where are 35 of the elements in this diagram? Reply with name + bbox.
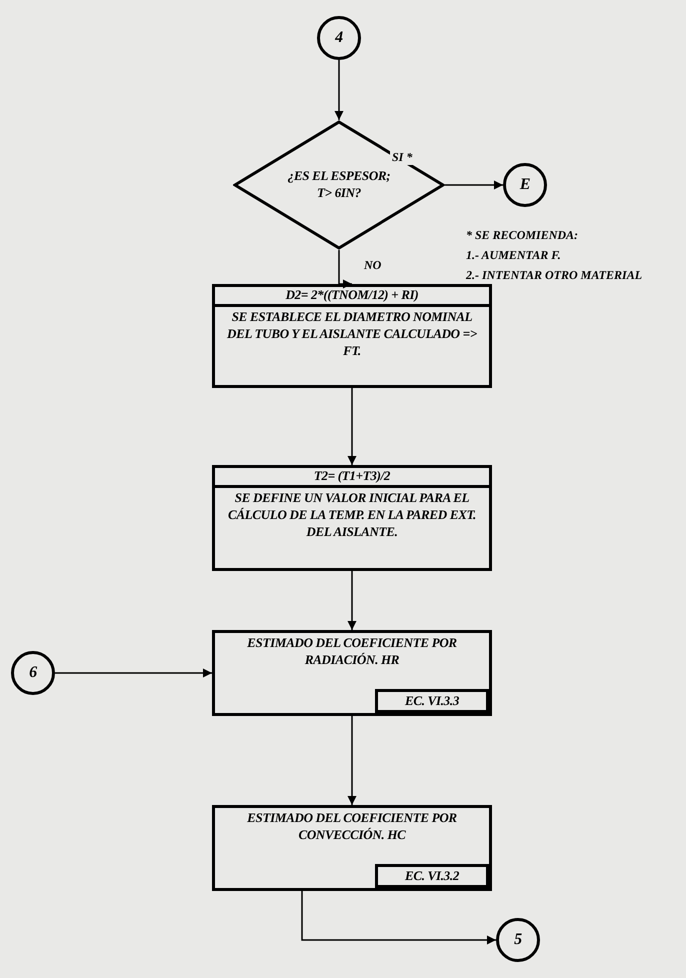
process-box bbox=[212, 805, 492, 891]
arrow bbox=[338, 250, 352, 288]
process-text: ESTIMADO DEL COEFICIENTE POR RADIACIÓN. HR bbox=[246, 634, 458, 669]
connector-circle bbox=[11, 651, 55, 695]
process-box bbox=[212, 630, 492, 716]
connector-circle bbox=[503, 163, 547, 207]
edge-label: SI * bbox=[390, 150, 414, 165]
connector-label: 5 bbox=[513, 930, 523, 950]
formula-text: T2= (T1+T3)/2 bbox=[215, 468, 489, 488]
arrow bbox=[445, 180, 503, 190]
equation-reference-box bbox=[375, 864, 489, 888]
arrow bbox=[334, 60, 344, 120]
equation-reference: EC. VI.3.3 bbox=[404, 692, 460, 710]
connector-label: E bbox=[518, 174, 532, 195]
formula-text: D2= 2*((TNOM/12) + RI) bbox=[215, 287, 489, 307]
process-text: SE DEFINE UN VALOR INICIAL PARA EL CÁLCULO DE LA TEMP. EN LA PARED EXT. DEL AISLANTE. bbox=[227, 488, 477, 541]
note-text: * SE RECOMIENDA: bbox=[466, 228, 578, 243]
arrow bbox=[348, 716, 356, 805]
equation-reference-box bbox=[375, 689, 489, 713]
process-box bbox=[212, 284, 492, 388]
process-text: ESTIMADO DEL COEFICIENTE POR CONVECCIÓN. HC bbox=[246, 809, 458, 844]
arrow bbox=[301, 891, 496, 944]
equation-reference: EC. VI.3.2 bbox=[404, 866, 460, 885]
connector-circle bbox=[317, 16, 361, 60]
connector-circle bbox=[496, 918, 540, 962]
note-text: 2.- INTENTAR OTRO MATERIAL bbox=[466, 268, 642, 283]
note-text: 1.- AUMENTAR F. bbox=[466, 248, 561, 263]
arrow bbox=[348, 388, 356, 465]
connector-label: 6 bbox=[28, 662, 38, 683]
process-text: SE ESTABLECE EL DIAMETRO NOMINAL DEL TUBO Y EL AISLANTE CALCULADO => FT. bbox=[226, 308, 478, 360]
connector-label: 4 bbox=[334, 28, 344, 48]
decision-text: ¿ES EL ESPESOR; T> 6IN? bbox=[286, 167, 392, 202]
arrow bbox=[348, 571, 356, 630]
arrow bbox=[55, 668, 212, 678]
process-box bbox=[212, 465, 492, 571]
